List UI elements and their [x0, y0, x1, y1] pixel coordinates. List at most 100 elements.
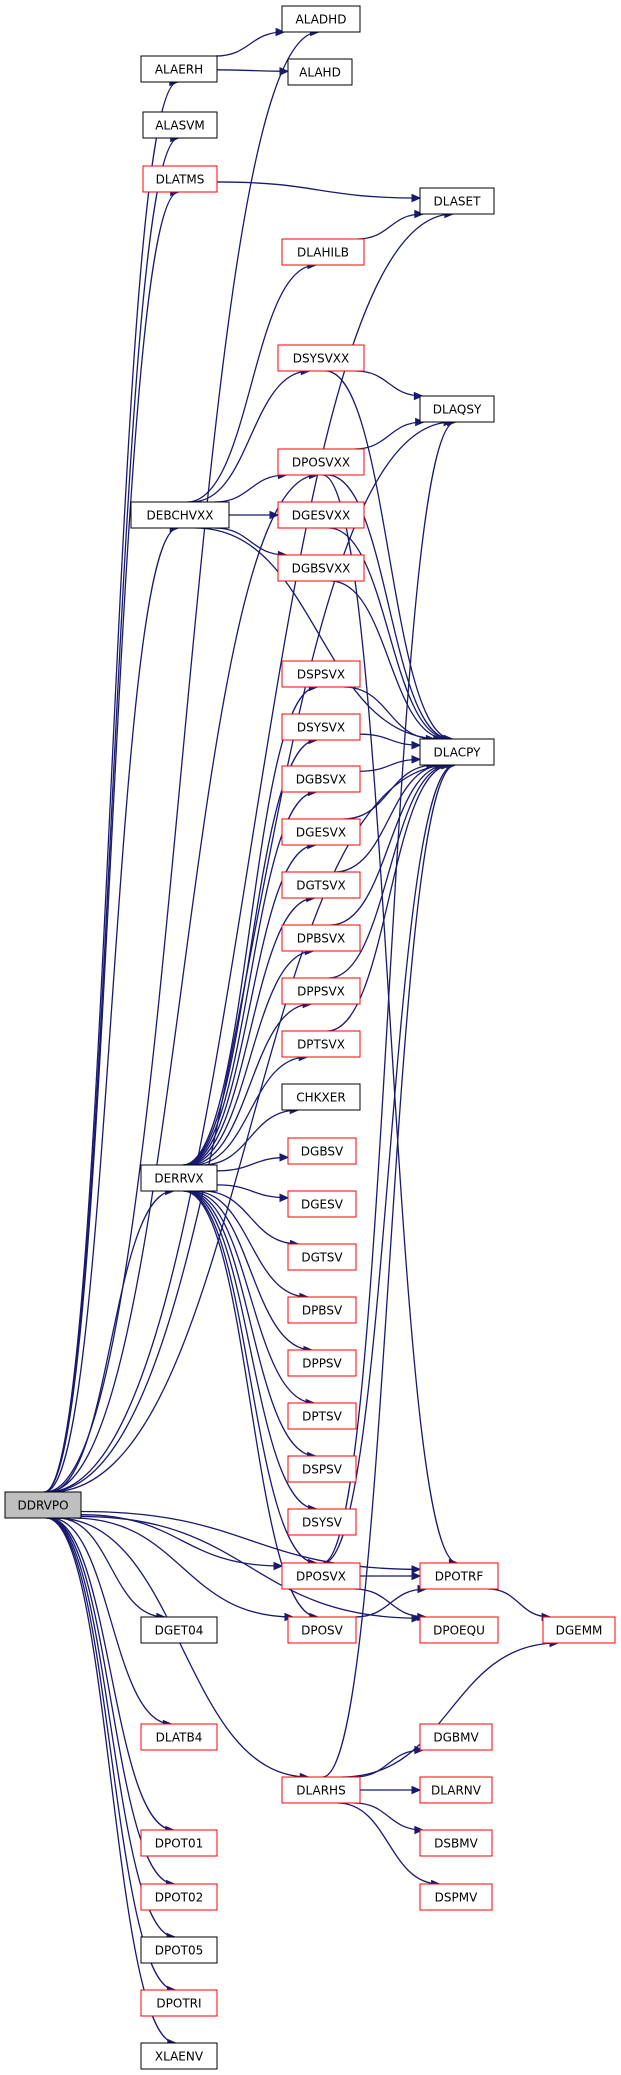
node-box[interactable]: [281, 1083, 361, 1111]
node-dspmv[interactable]: DSPMV: [419, 1883, 493, 1911]
node-box[interactable]: [140, 1989, 218, 2017]
node-dsbmv[interactable]: DSBMV: [419, 1829, 493, 1857]
node-box[interactable]: [140, 1723, 218, 1751]
node-box[interactable]: [287, 1455, 357, 1483]
node-dgbmv[interactable]: DGBMV: [419, 1723, 493, 1751]
node-box[interactable]: [419, 1829, 493, 1857]
node-alasvm[interactable]: ALASVM: [142, 111, 218, 139]
node-box[interactable]: [277, 554, 365, 582]
node-box[interactable]: [140, 1616, 218, 1644]
node-box[interactable]: [140, 1883, 218, 1911]
node-box[interactable]: [277, 501, 365, 529]
node-dposvx[interactable]: DPOSVX: [281, 1562, 361, 1590]
node-dget04[interactable]: DGET04: [140, 1616, 218, 1644]
node-box[interactable]: [277, 344, 365, 372]
node-box[interactable]: [281, 924, 361, 952]
node-dgbsv[interactable]: DGBSV: [287, 1137, 357, 1165]
node-debchvxx[interactable]: DEBCHVXX: [130, 501, 230, 529]
node-dlarnv[interactable]: DLARNV: [419, 1776, 493, 1804]
node-box[interactable]: [287, 1137, 357, 1165]
node-dgesvx[interactable]: DGESVX: [281, 818, 361, 846]
node-box[interactable]: [142, 111, 218, 139]
node-dpot02[interactable]: DPOT02: [140, 1883, 218, 1911]
node-alahd[interactable]: ALAHD: [287, 58, 353, 86]
node-box[interactable]: [287, 1402, 357, 1430]
node-box[interactable]: [419, 1723, 493, 1751]
node-box[interactable]: [140, 55, 218, 83]
node-dlarhs[interactable]: DLARHS: [281, 1776, 361, 1804]
node-box[interactable]: [142, 165, 218, 193]
node-dlaset[interactable]: DLASET: [419, 187, 495, 215]
node-xlaenv[interactable]: XLAENV: [140, 2042, 218, 2070]
node-dlahilb[interactable]: DLAHILB: [281, 238, 365, 266]
node-dposv[interactable]: DPOSV: [287, 1616, 357, 1644]
node-dppsvx[interactable]: DPPSVX: [281, 977, 361, 1005]
node-box[interactable]: [287, 1296, 357, 1324]
node-dposvxx[interactable]: DPOSVXX: [277, 448, 365, 476]
node-box[interactable]: [140, 1829, 218, 1857]
node-box[interactable]: [281, 818, 361, 846]
node-box[interactable]: [287, 1508, 357, 1536]
node-dspsvx[interactable]: DSPSVX: [281, 660, 361, 688]
node-box[interactable]: [287, 1616, 357, 1644]
node-box[interactable]: [4, 1491, 82, 1519]
node-box[interactable]: [281, 1776, 361, 1804]
node-dpoequ[interactable]: DPOEQU: [419, 1616, 499, 1644]
node-dpbsv[interactable]: DPBSV: [287, 1296, 357, 1324]
node-dgtsvx[interactable]: DGTSVX: [281, 871, 361, 899]
node-box[interactable]: [419, 395, 495, 423]
node-box[interactable]: [287, 1190, 357, 1218]
node-dpot01[interactable]: DPOT01: [140, 1829, 218, 1857]
node-box[interactable]: [542, 1616, 616, 1644]
node-box[interactable]: [419, 1562, 499, 1590]
node-dgesv[interactable]: DGESV: [287, 1190, 357, 1218]
node-dppsv[interactable]: DPPSV: [287, 1349, 357, 1377]
node-dlatms[interactable]: DLATMS: [142, 165, 218, 193]
node-dsysvxx[interactable]: DSYSVXX: [277, 344, 365, 372]
node-dpot05[interactable]: DPOT05: [140, 1936, 218, 1964]
node-box[interactable]: [281, 871, 361, 899]
node-dgbsvxx[interactable]: DGBSVXX: [277, 554, 365, 582]
node-box[interactable]: [419, 1616, 499, 1644]
node-box[interactable]: [419, 738, 495, 766]
node-box[interactable]: [281, 977, 361, 1005]
node-box[interactable]: [419, 187, 495, 215]
node-dptsvx[interactable]: DPTSVX: [281, 1030, 361, 1058]
node-dpotrf[interactable]: DPOTRF: [419, 1562, 499, 1590]
node-dspsv[interactable]: DSPSV: [287, 1455, 357, 1483]
node-box[interactable]: [281, 713, 361, 741]
node-dlaqsy[interactable]: DLAQSY: [419, 395, 495, 423]
node-box[interactable]: [281, 765, 361, 793]
node-dgemm[interactable]: DGEMM: [542, 1616, 616, 1644]
node-dsysvx[interactable]: DSYSVX: [281, 713, 361, 741]
node-box[interactable]: [140, 1936, 218, 1964]
node-box[interactable]: [281, 5, 361, 33]
node-box[interactable]: [287, 1243, 357, 1271]
node-box[interactable]: [140, 2042, 218, 2070]
node-dpbsvx[interactable]: DPBSVX: [281, 924, 361, 952]
node-box[interactable]: [130, 501, 230, 529]
node-box[interactable]: [419, 1776, 493, 1804]
node-ddrvpo[interactable]: DDRVPO: [4, 1491, 82, 1519]
node-box[interactable]: [281, 660, 361, 688]
node-dgtsv[interactable]: DGTSV: [287, 1243, 357, 1271]
node-box[interactable]: [281, 1030, 361, 1058]
node-dpotri[interactable]: DPOTRI: [140, 1989, 218, 2017]
node-dsysv[interactable]: DSYSV: [287, 1508, 357, 1536]
node-dlatb4[interactable]: DLATB4: [140, 1723, 218, 1751]
node-box[interactable]: [140, 1164, 218, 1192]
node-box[interactable]: [287, 1349, 357, 1377]
node-dptsv[interactable]: DPTSV: [287, 1402, 357, 1430]
node-dlacpy[interactable]: DLACPY: [419, 738, 495, 766]
node-dgesvxx[interactable]: DGESVXX: [277, 501, 365, 529]
node-chkxer[interactable]: CHKXER: [281, 1083, 361, 1111]
node-aladhd[interactable]: ALADHD: [281, 5, 361, 33]
node-box[interactable]: [277, 448, 365, 476]
node-derrvx[interactable]: DERRVX: [140, 1164, 218, 1192]
node-box[interactable]: [287, 58, 353, 86]
node-dgbsvx[interactable]: DGBSVX: [281, 765, 361, 793]
node-box[interactable]: [281, 1562, 361, 1590]
node-box[interactable]: [419, 1883, 493, 1911]
node-alaerh[interactable]: ALAERH: [140, 55, 218, 83]
node-box[interactable]: [281, 238, 365, 266]
